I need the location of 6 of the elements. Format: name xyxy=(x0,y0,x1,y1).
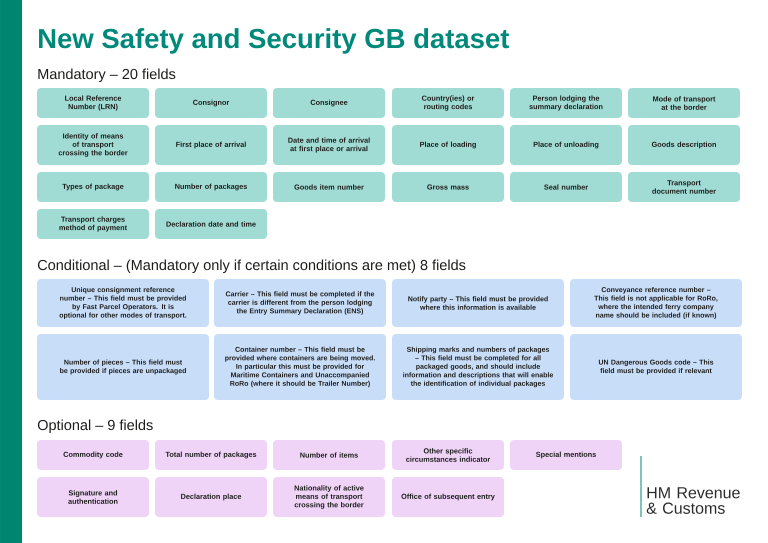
section-heading: Mandatory – 20 fields xyxy=(38,68,176,82)
organisation-name: HM Revenue & Customs xyxy=(646,487,740,514)
section-heading: Conditional – (Mandatory only if certain conditions are met) 8 fields xyxy=(38,260,466,273)
side-bar xyxy=(0,0,22,543)
title: New Safety and Security GB dataset xyxy=(39,28,510,54)
section-heading: Optional – 9 fields xyxy=(38,419,153,433)
